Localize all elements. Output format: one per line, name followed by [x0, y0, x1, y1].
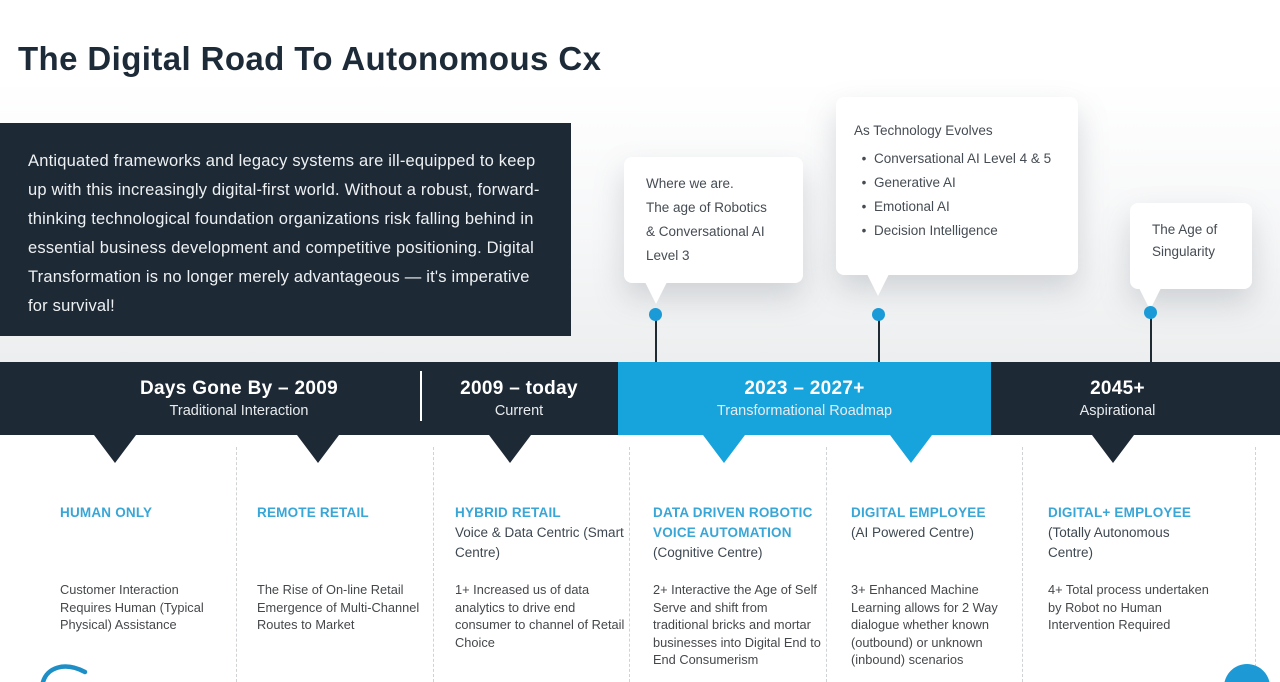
- bullet-icon: •: [861, 199, 867, 214]
- stage-heading: DIGITAL+ EMPLOYEE: [1048, 505, 1192, 520]
- bullet-text: Emotional AI: [874, 199, 950, 214]
- callout-tail: [866, 272, 890, 296]
- bullet-text: Generative AI: [874, 175, 956, 190]
- stage-description: 2+ Interactive the Age of Self Serve and…: [653, 582, 821, 667]
- column-divider: [236, 447, 237, 682]
- stage-heading: HUMAN ONLY: [60, 505, 153, 520]
- stage-description: 1+ Increased us of data analytics to dri…: [455, 582, 625, 650]
- column-divider: [1022, 447, 1023, 682]
- timeline-segment-days-gone-by: Days Gone By – 2009 Traditional Interact…: [0, 362, 420, 435]
- timeline-marker-dot: [649, 308, 662, 321]
- intro-text-panel: Antiquated frameworks and legacy systems…: [0, 123, 571, 336]
- stage-description: Customer Interaction Requires Human (Typ…: [60, 582, 204, 632]
- timeline-segment-current: 2009 – today Current: [420, 362, 618, 435]
- down-arrow-icon: [297, 435, 339, 463]
- timeline-segment-divider: [420, 371, 422, 421]
- bullet-icon: •: [861, 223, 867, 238]
- column-divider: [629, 447, 630, 682]
- timeline-segment-aspirational: 2045+ Aspirational: [991, 362, 1280, 435]
- timeline-label: Transformational Roadmap: [716, 403, 893, 419]
- stage-description: 4+ Total process undertaken by Robot no …: [1048, 582, 1209, 632]
- callout-line: Level 3: [646, 248, 690, 263]
- down-arrow-icon: [94, 435, 136, 463]
- bullet-icon: •: [861, 175, 867, 190]
- bullet-icon: •: [861, 151, 867, 166]
- down-arrow-icon: [1092, 435, 1134, 463]
- timeline-period: Days Gone By – 2009: [140, 378, 338, 399]
- stage-description: The Rise of On-line Retail Emergence of …: [257, 582, 420, 632]
- bullet-item: • Conversational AI Level 4 & 5: [854, 147, 1070, 171]
- stage-column-digital-employee: DIGITAL EMPLOYEE (AI Powered Centre) 3+ …: [851, 503, 1021, 682]
- column-divider: [433, 447, 434, 682]
- callout-title: As Technology Evolves: [854, 123, 993, 138]
- timeline-label: Current: [494, 403, 544, 419]
- bullet-item: • Generative AI: [854, 171, 1070, 195]
- timeline-marker-dot: [872, 308, 885, 321]
- column-divider: [1255, 447, 1256, 682]
- callout-line: Where we are.: [646, 176, 734, 191]
- timeline-period: 2045+: [1090, 378, 1145, 399]
- callout-where-we-are: Where we are. The age of Robotics & Conv…: [624, 157, 803, 283]
- bullet-text: Decision Intelligence: [874, 223, 998, 238]
- callout-line: Singularity: [1152, 244, 1216, 259]
- callout-bullet-list: • Conversational AI Level 4 & 5 • Generati…: [854, 147, 1070, 243]
- stage-heading: REMOTE RETAIL: [257, 505, 369, 520]
- callout-technology-evolves: As Technology Evolves • Conversational AI…: [836, 97, 1078, 275]
- down-arrow-icon: [489, 435, 531, 463]
- stage-subheading: Voice & Data Centric (Smart Centre): [455, 525, 624, 560]
- timeline-marker-dot: [1144, 306, 1157, 319]
- stage-subheading: (Cognitive Centre): [653, 545, 763, 560]
- stage-column-data-driven-robotic: DATA DRIVEN ROBOTIC VOICE AUTOMATION (Co…: [653, 503, 823, 682]
- stage-column-remote-retail: REMOTE RETAIL The Rise of On-line Retail…: [257, 503, 427, 682]
- page-nav-circle: [1224, 664, 1270, 682]
- page-title: The Digital Road To Autonomous Cx: [18, 40, 602, 77]
- timeline-label: Aspirational: [1079, 403, 1156, 419]
- callout-stem-line: [878, 316, 880, 362]
- timeline-label: Traditional Interaction: [169, 403, 309, 419]
- callout-singularity: The Age of Singularity: [1130, 203, 1252, 289]
- timeline-period: 2023 – 2027+: [744, 378, 865, 399]
- stage-heading: HYBRID RETAIL: [455, 505, 561, 520]
- stage-subheading: (Totally Autonomous Centre): [1048, 525, 1170, 560]
- stage-column-hybrid-retail: HYBRID RETAIL Voice & Data Centric (Smar…: [455, 503, 625, 682]
- callout-tail: [644, 280, 668, 304]
- callout-stem-line: [1150, 314, 1152, 362]
- timeline-bar: Days Gone By – 2009 Traditional Interact…: [0, 362, 1280, 435]
- callout-line: The Age of: [1152, 222, 1218, 237]
- down-arrow-icon: [703, 435, 745, 463]
- stage-subheading: (AI Powered Centre): [851, 525, 975, 540]
- callout-line: & Conversational AI: [646, 224, 765, 239]
- stage-heading: DATA DRIVEN ROBOTIC VOICE AUTOMATION: [653, 505, 813, 540]
- column-divider: [826, 447, 827, 682]
- bullet-item: • Decision Intelligence: [854, 219, 1070, 243]
- stage-column-digital-plus-employee: DIGITAL+ EMPLOYEE (Totally Autonomous Ce…: [1048, 503, 1218, 682]
- brand-logo-swoosh-icon: [40, 664, 88, 682]
- stage-heading: DIGITAL EMPLOYEE: [851, 505, 986, 520]
- down-arrow-icon: [890, 435, 932, 463]
- intro-text: Antiquated frameworks and legacy systems…: [28, 152, 540, 315]
- bullet-text: Conversational AI Level 4 & 5: [874, 151, 1052, 166]
- callout-line: The age of Robotics: [646, 200, 767, 215]
- callout-stem-line: [655, 316, 657, 362]
- stage-column-human-only: HUMAN ONLY Customer Interaction Requires…: [60, 503, 230, 682]
- stage-description: 3+ Enhanced Machine Learning allows for …: [851, 582, 998, 667]
- timeline-segment-transformational: 2023 – 2027+ Transformational Roadmap: [618, 362, 991, 435]
- timeline-period: 2009 – today: [460, 378, 578, 399]
- bullet-item: • Emotional AI: [854, 195, 1070, 219]
